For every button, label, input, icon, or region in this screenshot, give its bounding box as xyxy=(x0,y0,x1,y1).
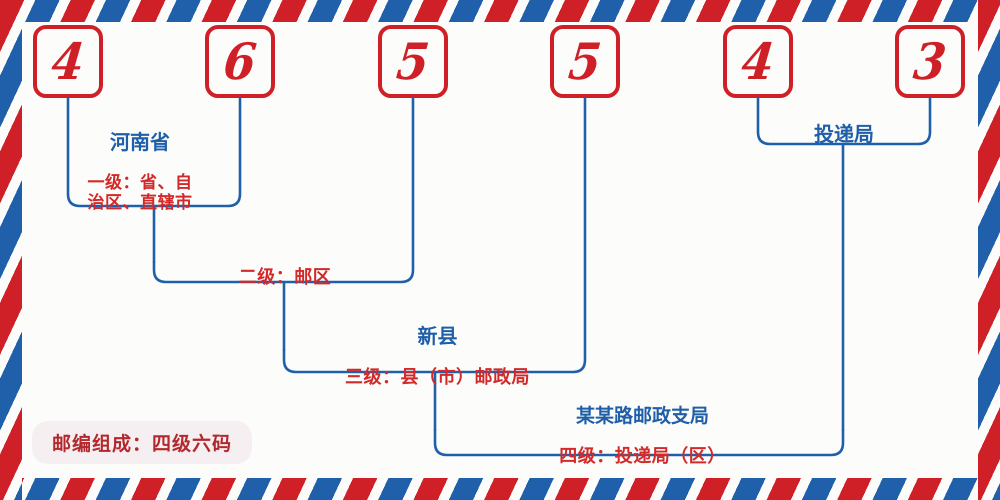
postal-digit-cell-2: 6 xyxy=(205,25,275,98)
postal-digit-value-1: 4 xyxy=(48,31,88,91)
postal-digit-cell-1: 4 xyxy=(33,25,103,98)
legend-badge: 邮编组成：四级六码 xyxy=(32,421,253,464)
delivery-office-title: 投递局 xyxy=(814,121,874,146)
postal-digit-cell-4: 5 xyxy=(550,25,620,98)
postal-digit-cell-3: 5 xyxy=(378,25,448,98)
delivery-office-label: 投递局 xyxy=(760,104,928,165)
level-3-title: 新县 xyxy=(417,323,458,348)
airmail-border-left xyxy=(0,0,22,500)
level-2-label: 二级：邮区 xyxy=(170,248,400,307)
airmail-stripe-pattern xyxy=(0,0,22,500)
postal-digit-value-4: 5 xyxy=(565,31,605,91)
bracket-level-4 xyxy=(433,428,845,457)
airmail-border-top xyxy=(0,0,1000,22)
level-3-label: 新县 三级：县（市）邮政局 xyxy=(300,306,575,407)
postal-digit-cell-5: 4 xyxy=(723,25,793,98)
postal-digit-value-3: 5 xyxy=(393,31,433,91)
postal-digit-value-5: 4 xyxy=(738,31,778,91)
level-1-title: 河南省 xyxy=(110,129,170,154)
airmail-stripe-pattern xyxy=(0,478,1000,500)
level-1-label: 河南省 一级：省、自 治区、直辖市 xyxy=(62,112,218,232)
level-4-label: 某某路邮政支局 四级：投递局（区） xyxy=(470,386,815,486)
postal-digit-value-2: 6 xyxy=(220,31,260,91)
airmail-stripe-pattern xyxy=(978,0,1000,500)
postal-digit-cell-6: 3 xyxy=(895,25,965,98)
level-1-subtitle: 一级：省、自 治区、直辖市 xyxy=(87,173,193,214)
airmail-border-bottom xyxy=(0,478,1000,500)
airmail-stripe-pattern xyxy=(0,0,1000,22)
airmail-border-right xyxy=(978,0,1000,500)
level-3-subtitle: 三级：县（市）邮政局 xyxy=(345,367,530,389)
level-4-subtitle: 四级：投递局（区） xyxy=(559,446,726,468)
level-4-title: 某某路邮政支局 xyxy=(575,404,709,427)
level-2-subtitle: 二级：邮区 xyxy=(238,266,332,288)
postal-digit-value-6: 3 xyxy=(910,31,950,91)
